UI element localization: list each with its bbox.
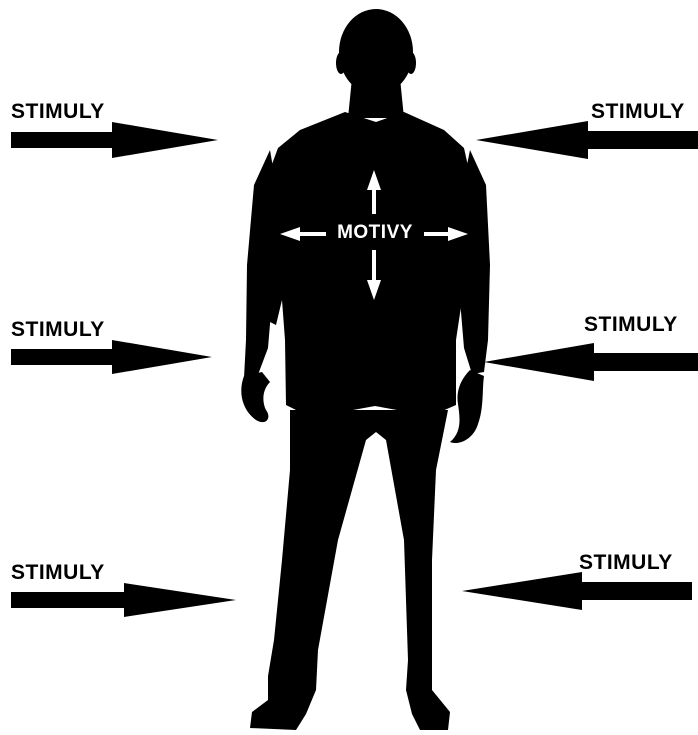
person-silhouette-icon (241, 9, 490, 730)
motives-label: MOTIVY (330, 222, 420, 244)
arrow-right-icon (11, 122, 218, 158)
stimulus-label-right-top: STIMULY (591, 100, 685, 124)
arrow-right-icon (11, 583, 236, 617)
arrow-left-icon (462, 572, 692, 610)
stimulus-label-left-bottom: STIMULY (11, 561, 105, 585)
arrow-right-icon (11, 340, 212, 374)
arrow-left-icon (484, 343, 698, 381)
stimulus-label-left-middle: STIMULY (11, 318, 105, 342)
stimulus-label-right-middle: STIMULY (584, 313, 678, 337)
arrow-left-icon (476, 121, 698, 159)
stimulus-label-right-bottom: STIMULY (579, 551, 673, 575)
stimulus-label-left-top: STIMULY (11, 100, 105, 124)
